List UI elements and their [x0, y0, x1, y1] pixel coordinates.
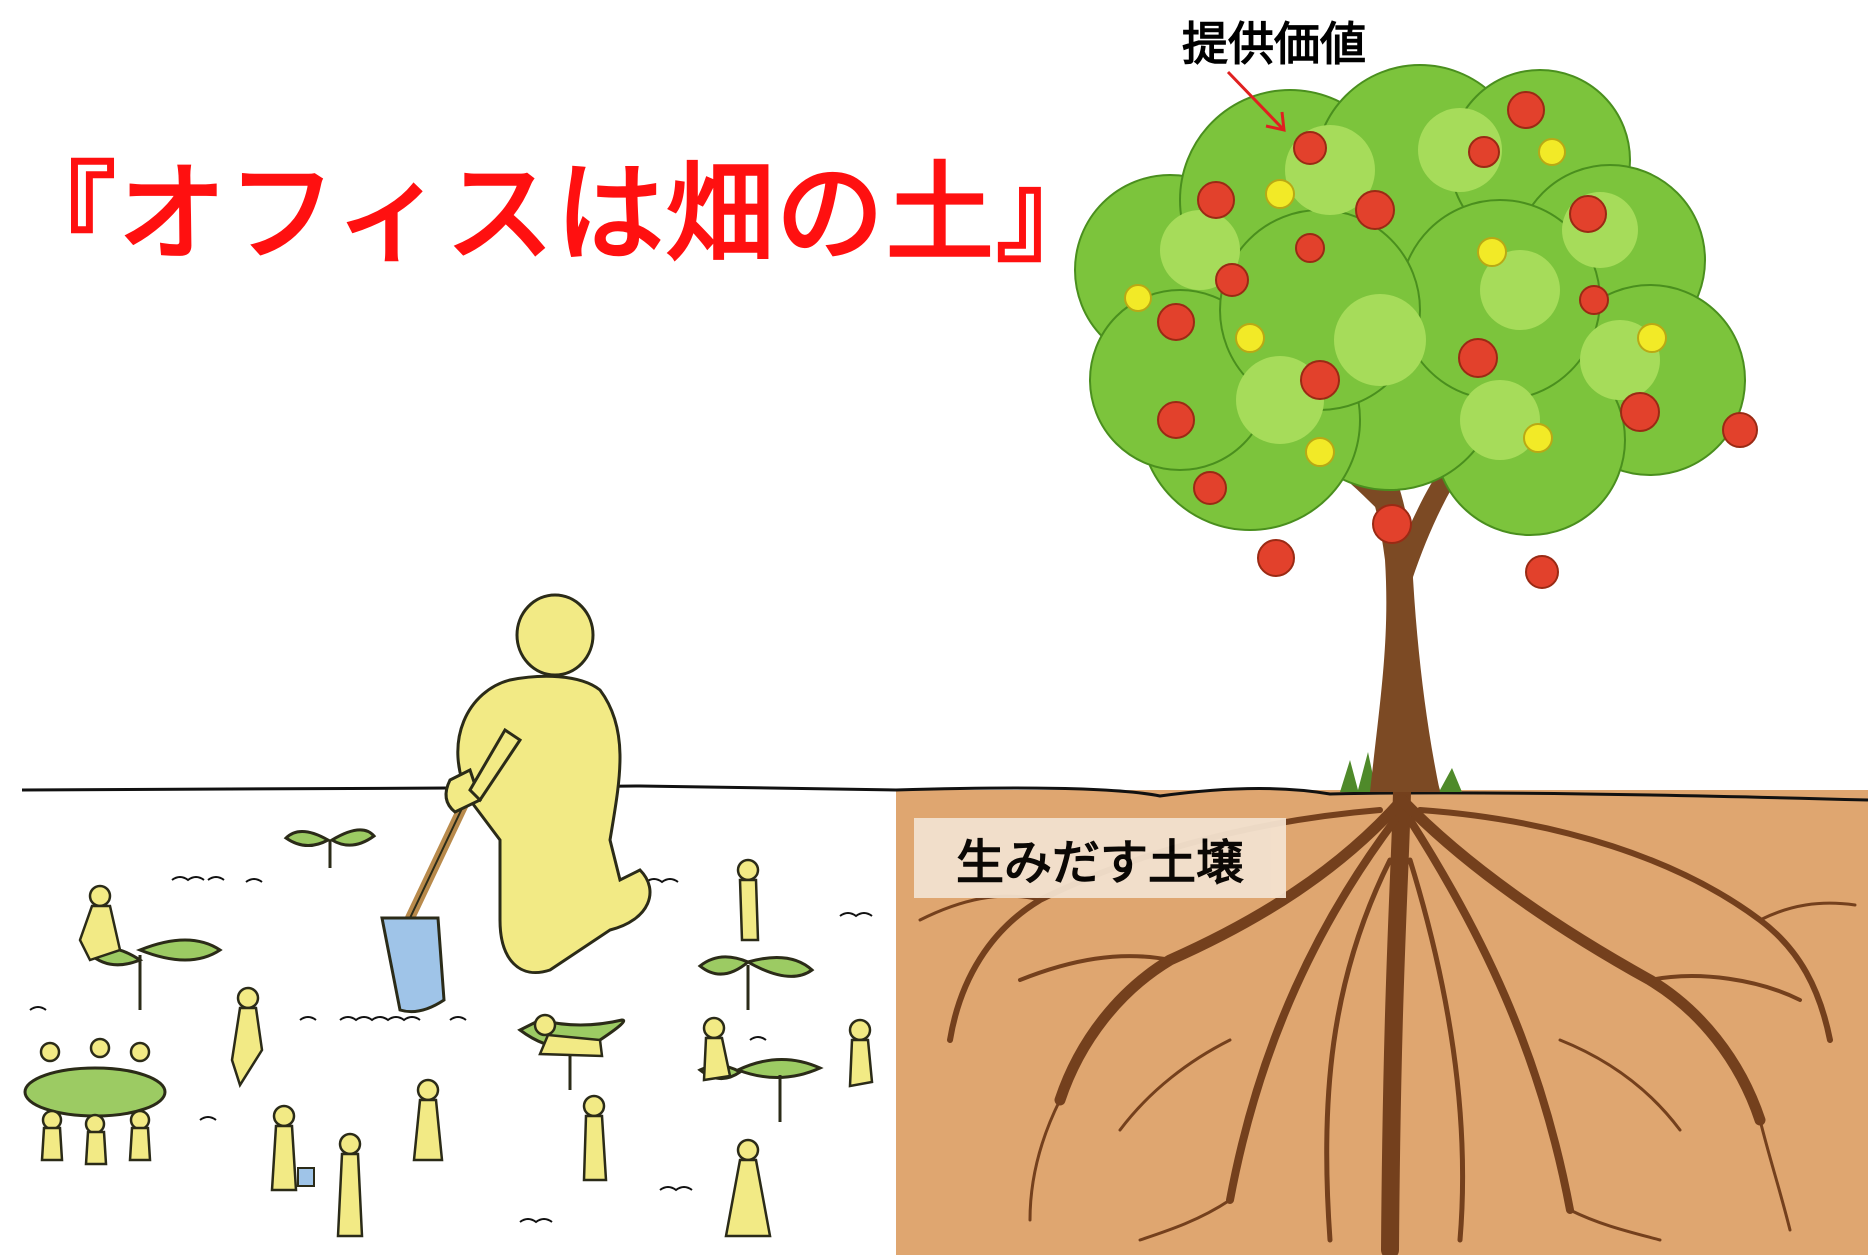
tree-fruits	[1124, 91, 1758, 589]
headline-title: 『オフィスは畑の土』	[8, 152, 1106, 277]
provided-value-label: 提供価値	[1182, 17, 1366, 71]
soil-label: 生みだす土壌	[914, 818, 1286, 898]
tree-canopy	[1074, 64, 1746, 536]
value-arrow	[1226, 70, 1286, 132]
sprout	[283, 828, 377, 868]
field-ground-marks	[29, 876, 873, 1224]
tree-canopy-highlights	[1160, 108, 1660, 460]
leaf-seat-right	[697, 955, 815, 1010]
briefcase-icon	[297, 1167, 315, 1187]
shovel	[380, 795, 471, 1014]
soil-horizon-line	[895, 786, 1868, 802]
leaf-meeting-table	[23, 1066, 167, 1118]
small-people	[39, 858, 874, 1238]
digging-person	[444, 593, 652, 974]
